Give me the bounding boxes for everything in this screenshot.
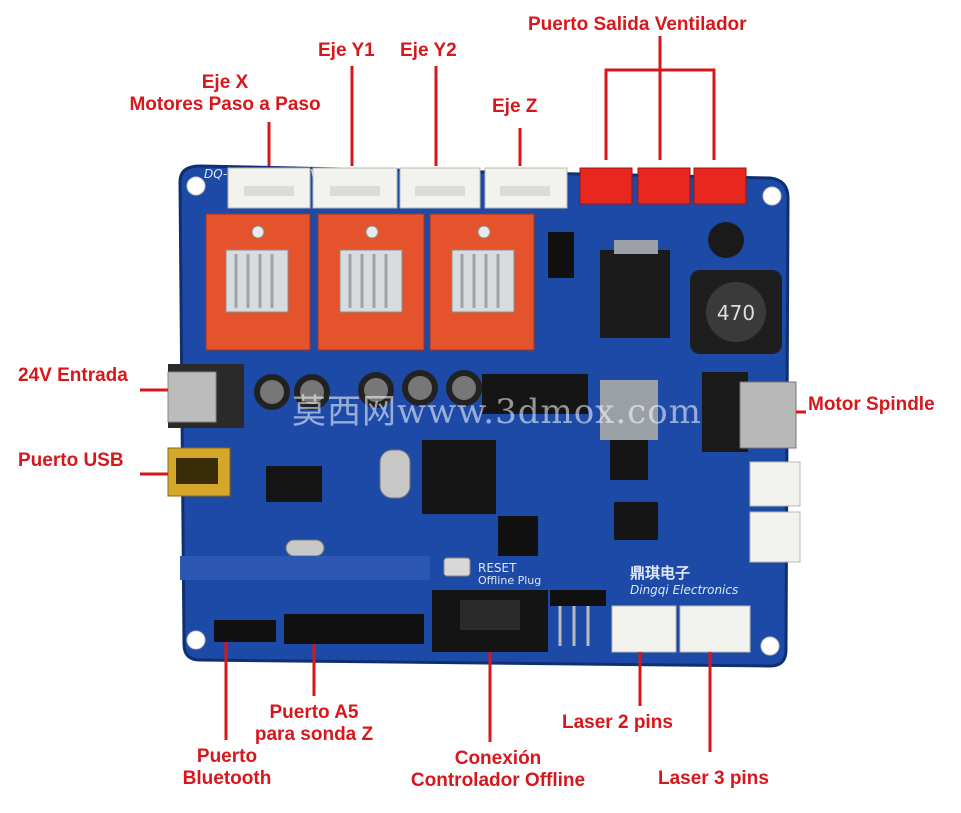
reset-silkscreen: RESET	[478, 561, 517, 575]
label-bluetooth-line1: Puerto	[196, 746, 258, 767]
side-connectors	[749, 461, 801, 563]
label-motor-spindle: Motor Spindle	[808, 394, 935, 415]
label-usb-port: Puerto USB	[18, 450, 124, 471]
label-a5-line2: para sonda Z	[254, 724, 374, 745]
label-offline-line2: Controlador Offline	[410, 770, 586, 791]
fan-connectors	[579, 167, 747, 205]
inductor-code: 470	[717, 301, 755, 325]
usb-connector	[167, 447, 231, 497]
integrated-circuits	[266, 374, 658, 557]
label-fan-port: Puerto Salida Ventilador	[528, 14, 747, 35]
label-a5-port: Puerto A5 para sonda Z	[244, 702, 384, 746]
label-laser-2pins: Laser 2 pins	[562, 712, 673, 733]
label-offline-controller: Conexión Controlador Offline	[398, 748, 598, 792]
stepper-drivers	[205, 213, 535, 351]
capacitors	[254, 370, 482, 410]
label-a5-line1: Puerto A5	[269, 702, 359, 723]
stepper-connectors	[227, 167, 568, 209]
label-eje-z: Eje Z	[492, 96, 538, 117]
spindle-connector	[702, 372, 797, 452]
watermark: 莫西网www.3dmox.com	[292, 392, 702, 432]
label-bluetooth-line2: Bluetooth	[182, 768, 272, 789]
pointer-lines	[140, 36, 806, 752]
label-eje-y2: Eje Y2	[400, 40, 457, 61]
label-eje-y1: Eje Y1	[318, 40, 375, 61]
power-section: 470	[548, 222, 782, 354]
offline-silkscreen: Offline Plug	[478, 574, 541, 587]
brand-cn: 鼎琪电子	[630, 564, 690, 582]
brand-en: Dingqi Electronics	[630, 583, 738, 597]
power-jack	[167, 364, 244, 428]
label-eje-x: Eje X Motores Paso a Paso	[110, 72, 340, 116]
label-laser-3pins: Laser 3 pins	[658, 768, 769, 789]
pin-headers	[180, 556, 751, 653]
label-eje-x-line1: Eje X	[201, 72, 249, 93]
label-offline-line1: Conexión	[454, 748, 542, 769]
label-eje-x-line2: Motores Paso a Paso	[129, 94, 321, 115]
label-bluetooth-port: Puerto Bluetooth	[172, 746, 282, 790]
label-24v-input: 24V Entrada	[18, 365, 128, 386]
